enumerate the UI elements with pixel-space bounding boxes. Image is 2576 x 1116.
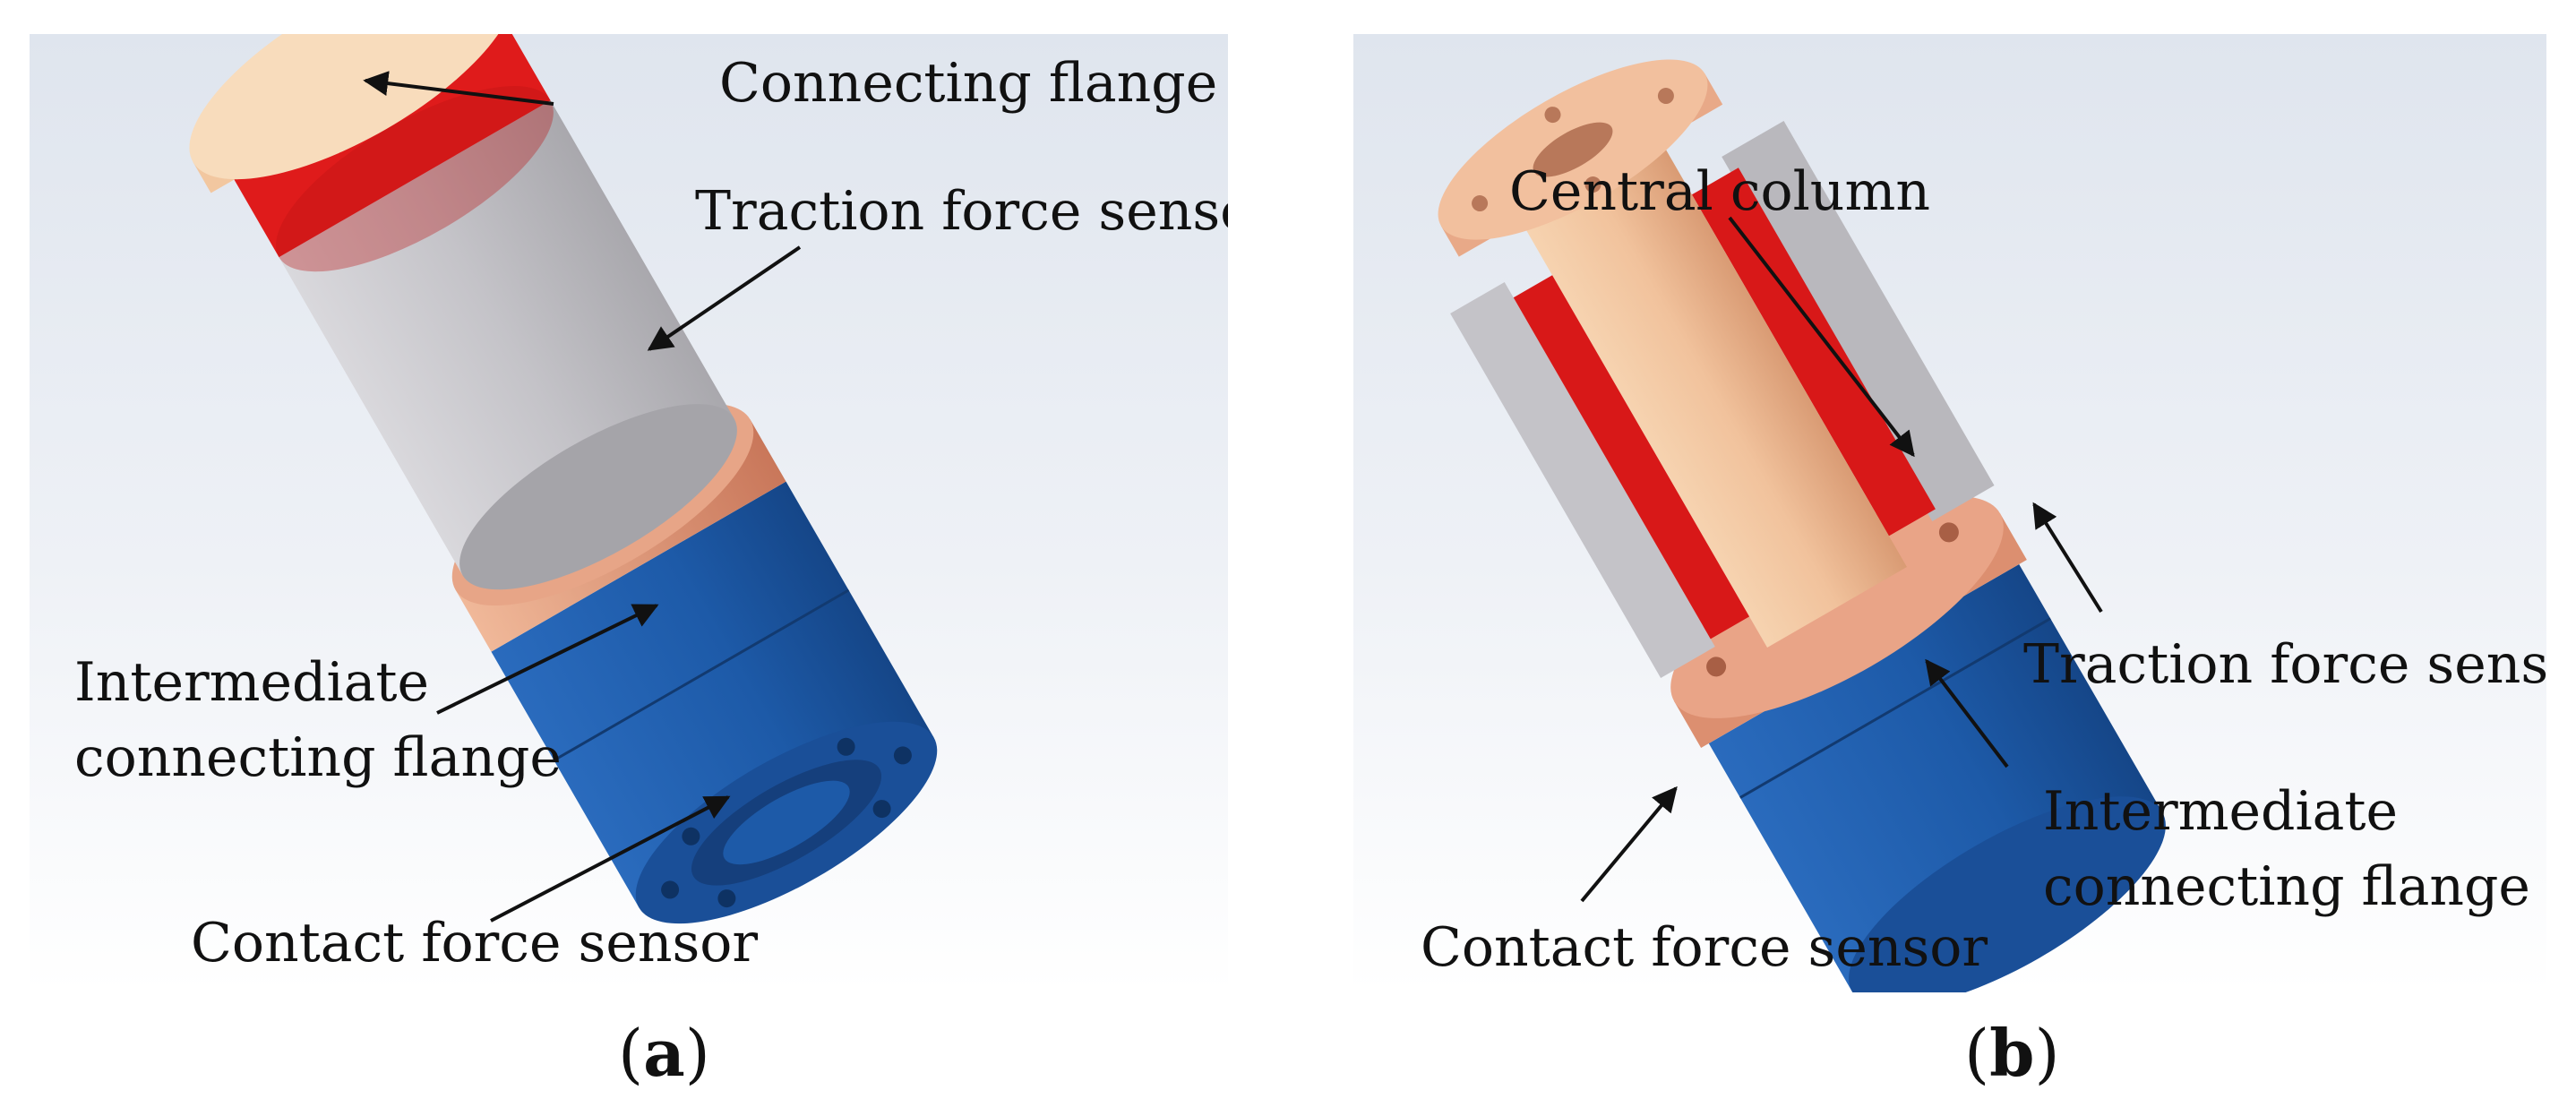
arrow-central-column (1728, 216, 1915, 458)
label-intermediate-line2: connecting flange (2043, 855, 2530, 918)
label-contact-force-sensor: Contact force sensor (191, 912, 759, 974)
label-connecting-flange: Connecting flange (719, 52, 1218, 115)
arrow-traction-sensor (2032, 502, 2103, 614)
label-intermediate-line2: connecting flange (74, 726, 562, 789)
label-intermediate-line1: Intermediate (2043, 780, 2399, 843)
label-traction-force-sensor: Traction force sensor (695, 180, 1228, 243)
contact-force-sensor-body (1708, 563, 2163, 992)
arrow-connecting-flange (363, 71, 554, 106)
arrow-traction-sensor (647, 245, 802, 351)
panel-b-illustration (1353, 34, 2546, 992)
caption-a: (a) (618, 1015, 710, 1091)
caption-b: (b) (1964, 1015, 2060, 1091)
arrow-contact-sensor (1580, 785, 1678, 903)
label-intermediate-line1: Intermediate (74, 651, 430, 714)
caption-a-letter: a (643, 1015, 685, 1091)
arrow-intermediate-flange (1925, 658, 2009, 768)
panel-b: Central column Traction force sensor Int… (1353, 34, 2546, 992)
label-traction-force-sensor: Traction force sensor (2023, 633, 2546, 696)
central-column-body (1516, 133, 1907, 648)
arrow-contact-sensor (490, 795, 731, 923)
arrow-intermediate-flange (436, 604, 659, 715)
panel-a-illustration (30, 34, 1228, 992)
label-contact-force-sensor: Contact force sensor (1421, 916, 1988, 979)
caption-b-letter: b (1989, 1015, 2035, 1091)
label-central-column: Central column (1509, 160, 1930, 223)
panel-a: Connecting flange Traction force sensor … (30, 34, 1228, 992)
